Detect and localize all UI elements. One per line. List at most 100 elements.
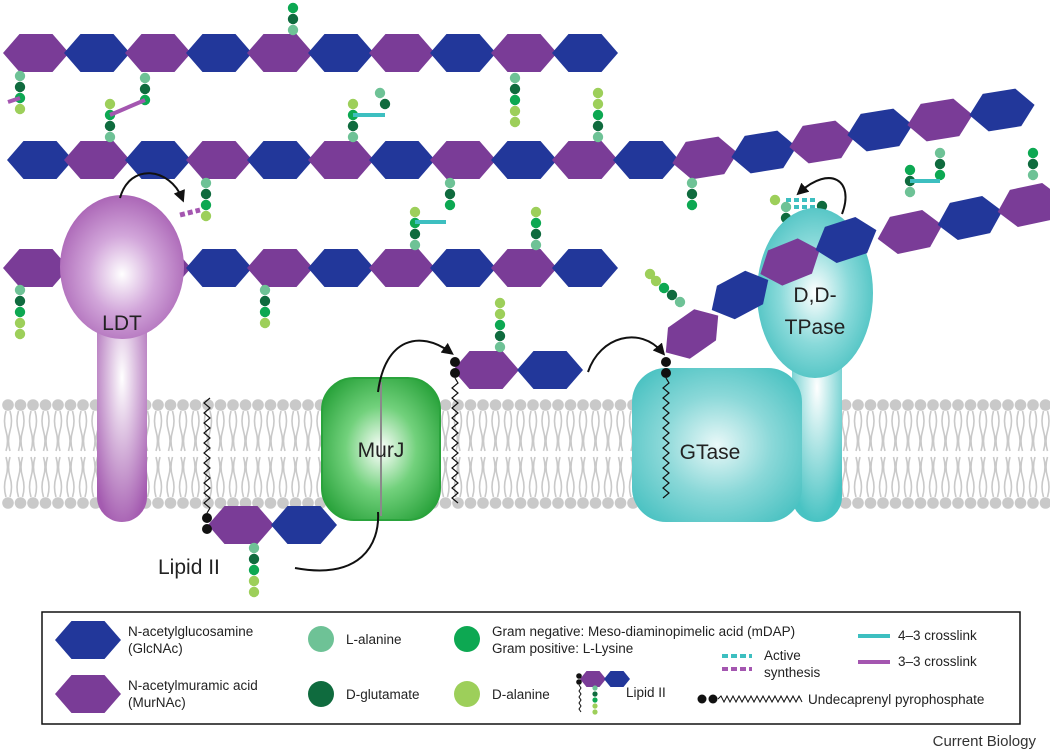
murnac-sugar <box>125 34 191 72</box>
amino-acid <box>650 275 662 287</box>
legend-lipid-ii-glcnac <box>604 671 630 687</box>
amino-acid <box>287 24 299 36</box>
legend-mdap-icon <box>454 626 480 652</box>
amino-acid <box>686 188 698 200</box>
murnac-sugar <box>430 141 496 179</box>
lipid-head <box>952 497 964 509</box>
amino-acid <box>592 109 604 121</box>
lipid-head <box>552 399 564 411</box>
legend-lipid-ii-phosphate <box>576 673 582 679</box>
lipid-tail <box>1003 456 1013 498</box>
lipid-head <box>852 497 864 509</box>
lipid-head <box>577 399 589 411</box>
amino-acid <box>494 308 506 320</box>
murnac-sugar <box>369 249 435 287</box>
ldt-stem <box>97 300 147 522</box>
glcnac-sugar <box>711 270 769 320</box>
lipid-tail <box>553 410 563 452</box>
lipid-tail <box>153 410 163 452</box>
lipid-tail <box>291 456 300 498</box>
lipid-tail <box>578 410 588 452</box>
lipid-tail <box>991 456 1000 498</box>
lipid-head <box>914 399 927 411</box>
lipid-tail <box>1028 456 1038 498</box>
lipid-tail <box>191 456 200 498</box>
peptide-stem <box>347 98 359 143</box>
lipid-head <box>1002 497 1014 509</box>
amino-acid <box>674 296 686 308</box>
legend-active-1: Active <box>764 648 801 663</box>
amino-acid <box>934 169 946 181</box>
lipid-head <box>614 497 627 509</box>
amino-acid <box>287 2 299 14</box>
lipid-head <box>14 399 27 411</box>
lipid-tail <box>241 410 250 452</box>
lipid-head <box>889 497 902 509</box>
legend-lipid-ii: Lipid II <box>626 685 666 700</box>
peptide-stem <box>409 206 421 251</box>
lipid-head <box>64 497 77 509</box>
lipid-tail <box>853 410 863 452</box>
amino-acid <box>530 217 542 229</box>
amino-acid <box>934 147 946 159</box>
lipid-head <box>902 399 914 411</box>
lipid-tail <box>953 410 963 452</box>
lipid-tail <box>1041 410 1050 452</box>
nascent-glycan-strand <box>665 216 877 359</box>
lipid-tail <box>466 410 475 452</box>
lipid-tail <box>216 456 225 498</box>
lipid-head <box>302 497 314 509</box>
amino-acid <box>248 575 260 587</box>
amino-acid <box>200 177 212 189</box>
glcnac-sugar <box>125 141 191 179</box>
lipid-head <box>977 497 989 509</box>
amino-acid <box>666 289 678 301</box>
lipid-head <box>1014 497 1027 509</box>
dd-tpase-label-1: D,D- <box>793 284 836 307</box>
amino-acid <box>509 83 521 95</box>
lipid-head <box>877 399 889 411</box>
legend-lipid-ii-peptide <box>592 685 598 691</box>
lipid-head <box>77 399 89 411</box>
lipid-head <box>539 399 552 411</box>
amino-acid <box>904 164 916 176</box>
glcnac-sugar <box>430 249 496 287</box>
lipid-head <box>152 399 164 411</box>
lipid-head <box>1002 399 1014 411</box>
lipid-head <box>552 497 564 509</box>
glcnac-sugar <box>308 249 374 287</box>
glcnac-sugar <box>613 141 679 179</box>
peptide-stem <box>444 177 456 211</box>
murnac-sugar <box>907 98 973 142</box>
amino-acid <box>444 188 456 200</box>
legend-d-glutamate: D-glutamate <box>346 687 420 702</box>
murnac-sugar <box>789 120 855 164</box>
lipid-tail <box>941 456 950 498</box>
cell-membrane <box>0 398 1050 510</box>
lipid-head <box>464 497 477 509</box>
amino-acid <box>259 317 271 329</box>
lipid-head <box>227 399 239 411</box>
crosslink-3-3 <box>109 98 146 117</box>
lipid-tail <box>566 410 575 452</box>
gtase-label: GTase <box>680 441 741 464</box>
murnac-sugar <box>247 249 313 287</box>
lipid-head <box>527 497 539 509</box>
lipid-head <box>214 399 227 411</box>
legend-l-alanine-icon <box>308 626 334 652</box>
amino-acid <box>530 239 542 251</box>
lipid-tail <box>903 410 913 452</box>
lipid-tail <box>991 410 1000 452</box>
peptide-stem <box>259 284 271 329</box>
lipid-tail <box>28 456 38 498</box>
legend-lipid-ii-peptide <box>592 703 598 709</box>
lipid-tail <box>978 410 988 452</box>
amino-acid <box>14 295 26 307</box>
lipid-head <box>214 497 227 509</box>
ldt-enzyme: LDT <box>60 195 184 522</box>
lipid-head <box>1014 399 1027 411</box>
amino-acid <box>379 98 391 110</box>
lipid-head <box>914 497 927 509</box>
murnac-sugar <box>186 141 252 179</box>
murnac-sugar <box>552 141 618 179</box>
